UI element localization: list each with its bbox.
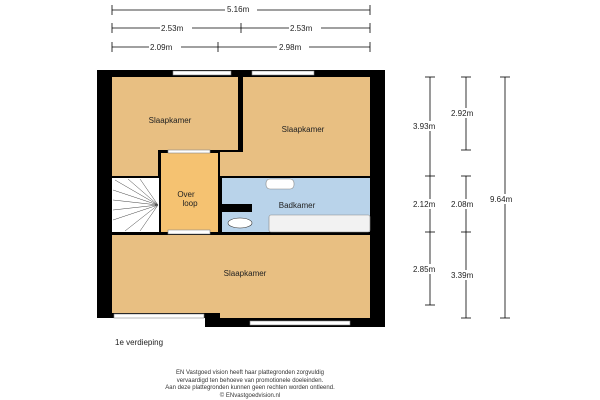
bedroom-top-right bbox=[243, 77, 370, 176]
dim-total-depth: 9.64m bbox=[490, 195, 513, 204]
stairs-steps bbox=[112, 178, 159, 232]
disclaimer: EN Vastgoed vision heeft haar plattegron… bbox=[100, 370, 400, 400]
landing bbox=[161, 153, 218, 232]
bedroom-top-left-ext bbox=[112, 150, 158, 176]
dim-col2-2: 2.08m bbox=[451, 200, 474, 209]
dim-right-width: 2.98m bbox=[279, 43, 302, 52]
room-label-bedroom-bottom: Slaapkamer bbox=[224, 269, 267, 278]
bedroom-bottom-ext bbox=[220, 312, 370, 318]
dim-left-width: 2.09m bbox=[150, 43, 173, 52]
room-label-landing-1: Over bbox=[177, 190, 195, 199]
stairs bbox=[112, 178, 159, 232]
disclaimer-line: EN Vastgoed vision heeft haar plattegron… bbox=[176, 370, 324, 376]
room-label-bedroom-top-left: Slaapkamer bbox=[149, 116, 192, 125]
dim-col2-1: 2.92m bbox=[451, 109, 474, 118]
disclaimer-line: Aan deze plattegronden kunnen geen recht… bbox=[165, 385, 335, 391]
dim-total-width: 5.16m bbox=[227, 5, 250, 14]
room-label-landing-2: loop bbox=[182, 199, 198, 208]
dim-col1-1: 3.93m bbox=[413, 122, 436, 131]
dim-col2-3: 3.39m bbox=[451, 271, 474, 280]
dim-col1-2: 2.12m bbox=[413, 200, 436, 209]
bedroom-bottom bbox=[112, 235, 370, 313]
toilet-icon bbox=[227, 217, 253, 229]
bedroom-top-right-ext bbox=[220, 152, 243, 176]
bedroom-top-left bbox=[112, 77, 238, 150]
disclaimer-line: vervaardigd ten behoeve van promotionele… bbox=[176, 377, 324, 384]
bathroom-wall bbox=[218, 204, 252, 212]
room-label-bathroom: Badkamer bbox=[279, 201, 316, 210]
room-label-bedroom-top-right: Slaapkamer bbox=[282, 125, 325, 134]
sink-icon bbox=[265, 178, 295, 190]
floor-name: 1e verdieping bbox=[115, 338, 164, 347]
dim-half-left: 2.53m bbox=[161, 24, 184, 33]
dim-half-right: 2.53m bbox=[290, 24, 313, 33]
bathtub-icon bbox=[268, 214, 371, 233]
dim-col1-3: 2.85m bbox=[413, 265, 436, 274]
disclaimer-line: © ENvastgoedvision.nl bbox=[219, 392, 281, 399]
windows bbox=[113, 70, 351, 326]
